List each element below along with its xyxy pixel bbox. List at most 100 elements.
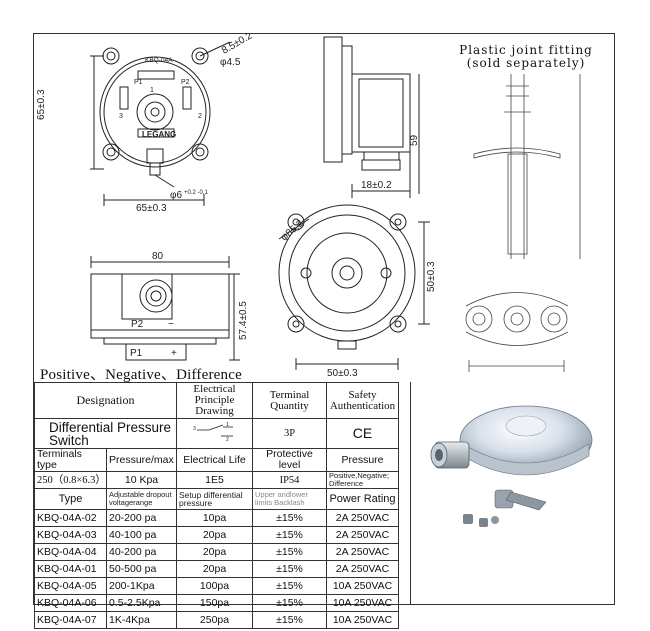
row-type: KBQ-04A-03 [34, 526, 107, 544]
row-rating: 2A 250VAC [326, 526, 399, 544]
row-tolerance: ±15% [252, 526, 327, 544]
value-protective-level: IP54 [252, 471, 327, 489]
info-label-row: Terminals type Pressure/max Electrical L… [34, 448, 399, 472]
front-hole-dim: φ4.5 [220, 57, 241, 68]
electrical-header: Electrical Principle Drawing [176, 382, 253, 419]
row-type: KBQ-04A-06 [34, 594, 107, 612]
bottom-label-p2: P2 [131, 319, 144, 330]
info-value-row: 250（0.8×6.3） 10 Kpa 1E5 IP54 Positive,Ne… [34, 471, 399, 489]
row-range: 20-200 pa [106, 509, 177, 527]
row-range: 50-500 pa [106, 560, 177, 578]
col-type: Type [34, 488, 107, 510]
bottom-minus: − [168, 319, 174, 330]
label-model: KBQ-04A [145, 57, 173, 64]
label-pressure-max: Pressure/max [106, 448, 177, 472]
row-rating: 2A 250VAC [326, 543, 399, 561]
col-limits: Upper andlower limits Backlash [252, 488, 327, 510]
row-rating: 2A 250VAC [326, 509, 399, 527]
label-protective-level: Protective level [252, 448, 327, 472]
row-type: KBQ-04A-07 [34, 611, 107, 629]
side-view [323, 36, 420, 198]
row-type: KBQ-04A-05 [34, 577, 107, 595]
col-range: Adjustable dropout voltagerange [106, 488, 177, 510]
row-tolerance: ±15% [252, 594, 327, 612]
label-pressure: Pressure [326, 448, 399, 472]
bottom-height-dim: 57.4±0.5 [238, 301, 249, 340]
row-rating: 10A 250VAC [326, 577, 399, 595]
product-photo [430, 405, 593, 527]
label-terminals-type: Terminals type [34, 448, 107, 472]
row-type: KBQ-04A-04 [34, 543, 107, 561]
row-tolerance: ±15% [252, 543, 327, 561]
switch-icon: 3 1 2 [193, 422, 233, 443]
side-depth-dim: 18±0.2 [361, 180, 392, 191]
row-differential: 250pa [176, 611, 253, 629]
row-range: 40-200 pa [106, 543, 177, 561]
front-view [90, 41, 231, 206]
front-width-dim: 65±0.3 [136, 203, 167, 214]
fitting-title-line1: Plastic joint fitting [459, 43, 593, 57]
bottom-width-dim: 80 [152, 251, 164, 262]
label-brand: LEGANG [142, 130, 176, 139]
row-tolerance: ±15% [252, 577, 327, 595]
row-rating: 10A 250VAC [326, 594, 399, 612]
row-rating: 10A 250VAC [326, 611, 399, 629]
switch-terminal-3: 3 [193, 426, 196, 432]
row-tolerance: ±15% [252, 509, 327, 527]
front-thickness-dim: 8.5±0.2 [220, 34, 255, 57]
authentication-value: CE [326, 418, 399, 449]
switch-symbol: 3 1 2 [176, 418, 253, 449]
product-row: Differential Pressure Switch 3 1 2 3P CE [34, 418, 399, 449]
front-port-tolerance: +0.2 -0.1 [184, 190, 209, 196]
switch-terminal-2: 2 [226, 437, 229, 442]
terminal-quantity: 3P [252, 418, 327, 449]
bottom-plus: + [171, 348, 177, 359]
technical-drawing: 65±0.3 65±0.3 8.5±0.2 φ4.5 φ6 +0.2 -0.1 … [36, 34, 581, 379]
label-p1: P1 [134, 79, 143, 86]
switch-terminal-1: 1 [226, 422, 229, 428]
round-view [278, 204, 430, 370]
row-range: 200-1Kpa [106, 577, 177, 595]
fitting-title: Plastic joint fitting (sold separately) [441, 44, 611, 70]
row-range: 40-100 pa [106, 526, 177, 544]
pressure-caption: Positive、Negative、Difference [40, 367, 242, 383]
label-electrical-life: Electrical Life [176, 448, 253, 472]
value-terminals-type: 250（0.8×6.3） [34, 471, 107, 489]
header-row: Designation Electrical Principle Drawing… [34, 382, 399, 419]
front-height-dim: 65±0.3 [36, 89, 47, 120]
terminal-header: Terminal Quantity [252, 382, 327, 419]
value-electrical-life: 1E5 [176, 471, 253, 489]
row-tolerance: ±15% [252, 611, 327, 629]
row-differential: 20pa [176, 543, 253, 561]
fitting-drawing [465, 74, 581, 372]
round-height-dim: 50±0.3 [426, 261, 437, 292]
row-range: 0.5-2.5Kpa [106, 594, 177, 612]
round-width-dim: 50±0.3 [327, 368, 358, 379]
bottom-label-p1: P1 [130, 348, 143, 359]
terminal-label-3: 3 [119, 113, 123, 120]
designation-header: Designation [34, 382, 177, 419]
front-port-dim: φ6 [170, 190, 182, 201]
row-differential: 100pa [176, 577, 253, 595]
fitting-title-line2: (sold separately) [466, 56, 586, 70]
datasheet: 65±0.3 65±0.3 8.5±0.2 φ4.5 φ6 +0.2 -0.1 … [33, 33, 615, 605]
value-pressure-max: 10 Kpa [106, 471, 177, 489]
product-photo-cell [410, 382, 616, 605]
row-differential: 20pa [176, 526, 253, 544]
label-p2: P2 [181, 79, 190, 86]
row-range: 1K-4Kpa [106, 611, 177, 629]
row-differential: 150pa [176, 594, 253, 612]
row-type: KBQ-04A-01 [34, 560, 107, 578]
spec-table: Designation Electrical Principle Drawing… [34, 382, 399, 629]
bottom-view [90, 256, 240, 361]
row-differential: 10pa [176, 509, 253, 527]
product-name: Differential Pressure Switch [34, 418, 177, 449]
